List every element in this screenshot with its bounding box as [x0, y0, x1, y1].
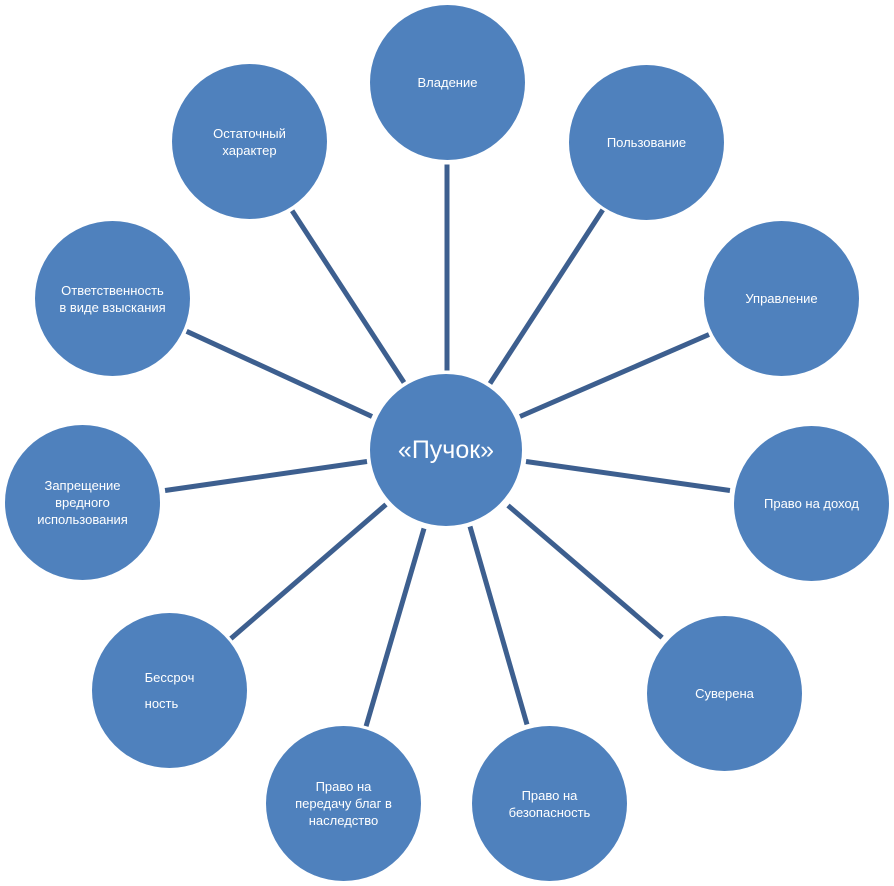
connector-line: [289, 208, 407, 384]
connector-line: [467, 525, 530, 725]
node-label: Управление: [745, 291, 818, 306]
node-vladenie: Владение: [370, 5, 525, 160]
node-label: Суверена: [695, 686, 754, 701]
node-polzovanie: Пользование: [569, 65, 724, 220]
node-pravo-na-peredachu: Право на передачу благ в наследство: [266, 726, 421, 881]
node-pravo-na-dohod: Право на доход: [734, 426, 889, 581]
node-label: Остаточный характер: [213, 125, 286, 158]
center-node-label: «Пучок»: [397, 436, 495, 464]
node-label: Бессроч ность: [144, 669, 195, 711]
node-label: Право на доход: [764, 496, 859, 511]
node-label: Пользование: [606, 135, 687, 150]
node-ostatochny: Остаточный характер: [172, 64, 327, 219]
connector-line: [506, 503, 664, 639]
connector-line: [444, 164, 450, 370]
node-label: Право на передачу благ в наследство: [295, 779, 392, 828]
connector-line: [363, 527, 427, 727]
center-node-puchok: «Пучок»: [367, 371, 525, 529]
connector-line: [185, 328, 374, 419]
connector-line: [525, 458, 731, 493]
node-bessrochnost: Бессроч ность: [92, 613, 247, 768]
node-pravo-na-bezopasnost: Право на безопасность: [472, 726, 627, 881]
node-label: Право на безопасность: [508, 787, 591, 820]
connector-line: [229, 502, 388, 640]
node-otvetstvennost: Ответственность в виде взыскания: [35, 221, 190, 376]
node-zapreshchenie: Запрещение вредного использования: [5, 425, 160, 580]
connector-line: [164, 458, 368, 493]
connector-line: [519, 331, 710, 419]
node-suverena: Суверена: [647, 616, 802, 771]
node-label: Запрещение вредного использования: [37, 478, 128, 527]
node-label: Ответственность в виде взыскания: [59, 282, 166, 315]
node-upravlenie: Управление: [704, 221, 859, 376]
node-label: Владение: [417, 75, 478, 90]
connector-line: [487, 207, 606, 385]
